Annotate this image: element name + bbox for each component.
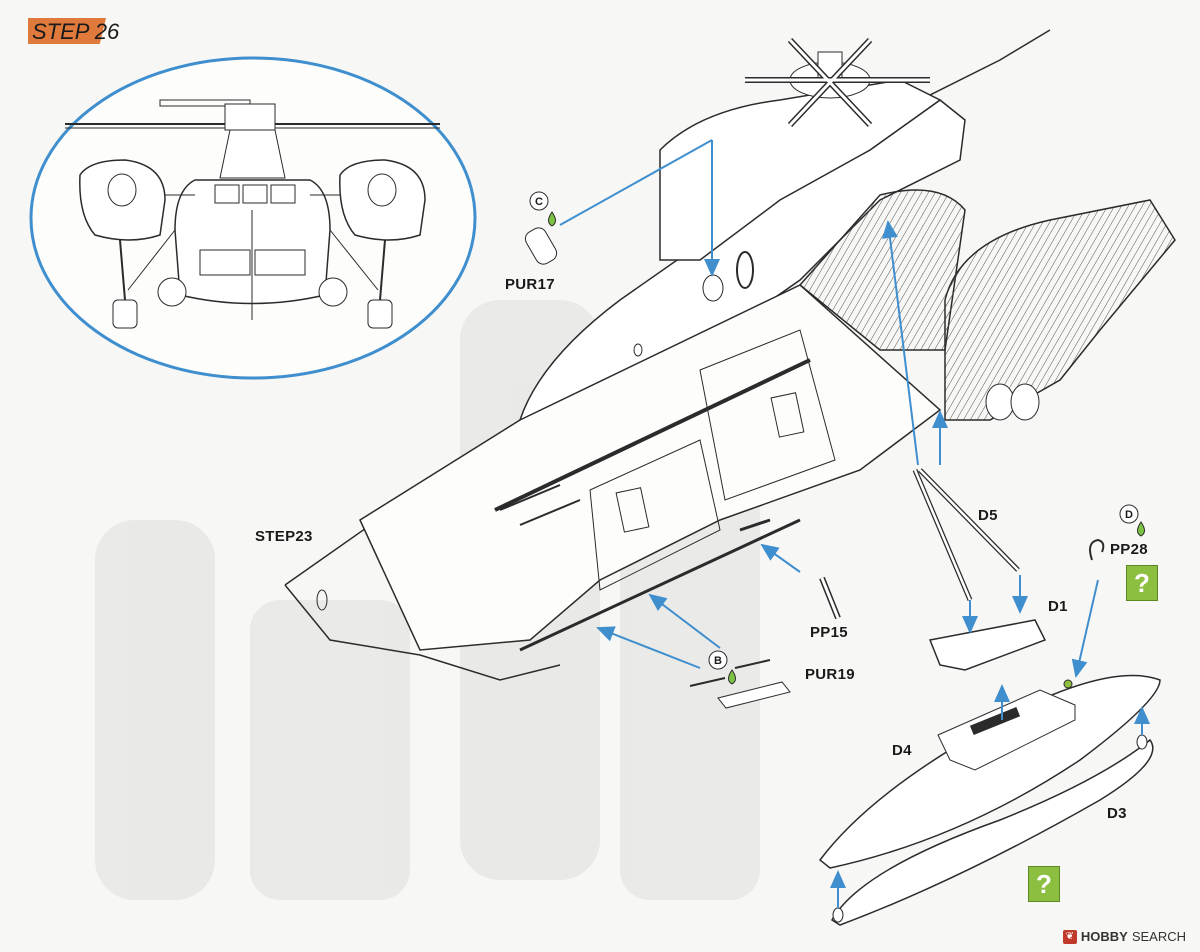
label-d1: D1	[1048, 598, 1068, 615]
part-pp28	[1071, 538, 1105, 678]
part-d3	[830, 706, 1154, 926]
glue-marker-b: B	[714, 655, 722, 667]
glue-droplet-c	[529, 191, 556, 227]
label-step23: STEP23	[255, 528, 313, 545]
label-d4: D4	[892, 742, 912, 759]
label-d3: D3	[1107, 805, 1127, 822]
part-d4	[818, 674, 1161, 869]
label-pp15: PP15	[810, 624, 848, 641]
part-pp15	[760, 543, 841, 620]
label-pp28: PP28	[1110, 541, 1148, 558]
watermark-prefix: HOBBY	[1080, 929, 1128, 944]
rotor-head	[745, 37, 930, 128]
label-d5: D5	[978, 507, 998, 524]
step-tag	[28, 18, 106, 44]
label-pur19: PUR19	[805, 666, 855, 683]
helicopter-fuselage	[284, 29, 1176, 681]
unknown-color-box: ?	[1126, 565, 1158, 601]
watermark-suffix: SEARCH	[1131, 929, 1186, 944]
glue-droplet-b	[708, 650, 736, 685]
glue-droplet-d	[1119, 504, 1145, 537]
part-pur19	[596, 593, 791, 709]
step-title: STEP 26	[32, 19, 120, 44]
watermark-logo-icon: ❦	[1062, 929, 1077, 944]
label-pur17: PUR17	[505, 276, 555, 293]
unknown-color-box: ?	[1028, 866, 1060, 902]
glue-marker-c: C	[535, 196, 543, 208]
front-view-inset	[29, 56, 477, 380]
part-d5	[882, 220, 1020, 601]
glue-marker-d: D	[1125, 509, 1133, 521]
part-pur17	[524, 139, 720, 277]
part-d1	[928, 575, 1047, 671]
